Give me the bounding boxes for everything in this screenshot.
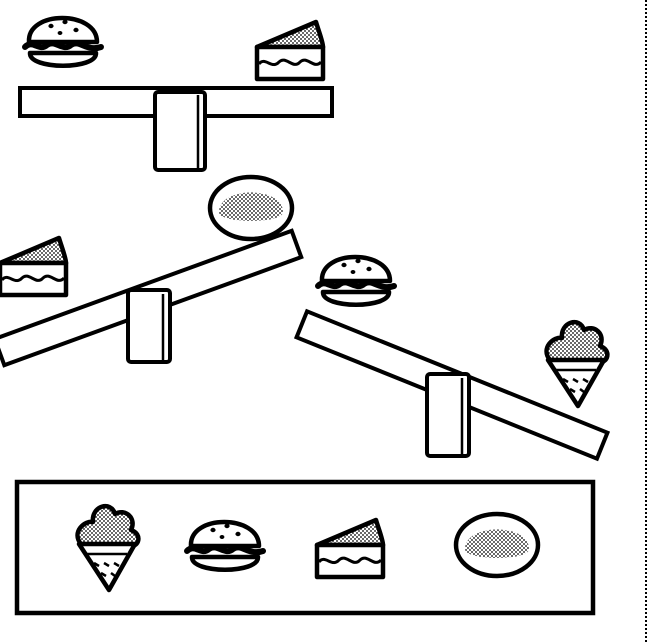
cake-slice-icon [0, 238, 66, 295]
answer-box [17, 482, 593, 613]
ball-icon [456, 514, 538, 576]
burger-icon [318, 257, 394, 305]
burger-icon [187, 522, 263, 570]
burger-icon [25, 18, 101, 66]
seesaw-balanced [20, 18, 332, 170]
cake-slice-icon [257, 22, 323, 79]
ice-cream-cone-icon [547, 322, 608, 406]
seesaw-tilted-right [297, 257, 608, 459]
seesaw-tilted-left [0, 177, 301, 365]
ball-icon [210, 177, 292, 239]
